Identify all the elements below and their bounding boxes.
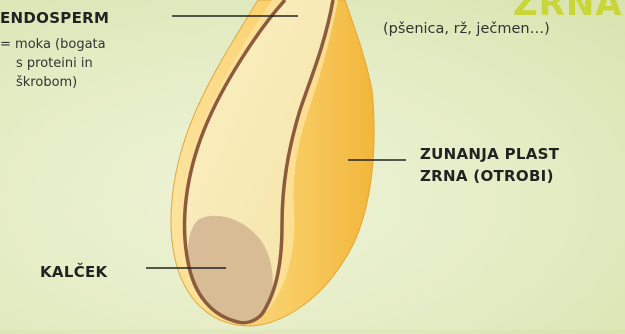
endosperm-desc-line-2: s proteini in [0, 54, 180, 73]
bran-label-line-1: ZUNANJA PLAST [420, 143, 620, 165]
grain-types-subtitle: (pšenica, rž, ječmen…) [383, 19, 550, 39]
bran-label: ZUNANJA PLAST ZRNA (OTROBI) [420, 143, 620, 187]
germ-label: KALČEK [40, 262, 107, 282]
endosperm-desc-line-1: = moka (bogata [0, 35, 180, 54]
bran-label-line-2: ZRNA (OTROBI) [420, 165, 620, 187]
endosperm-label: ENDOSPERM [0, 8, 109, 28]
endosperm-description: = moka (bogata s proteini in škrobom) [0, 35, 180, 92]
endosperm-desc-line-3: škrobom) [0, 73, 180, 92]
